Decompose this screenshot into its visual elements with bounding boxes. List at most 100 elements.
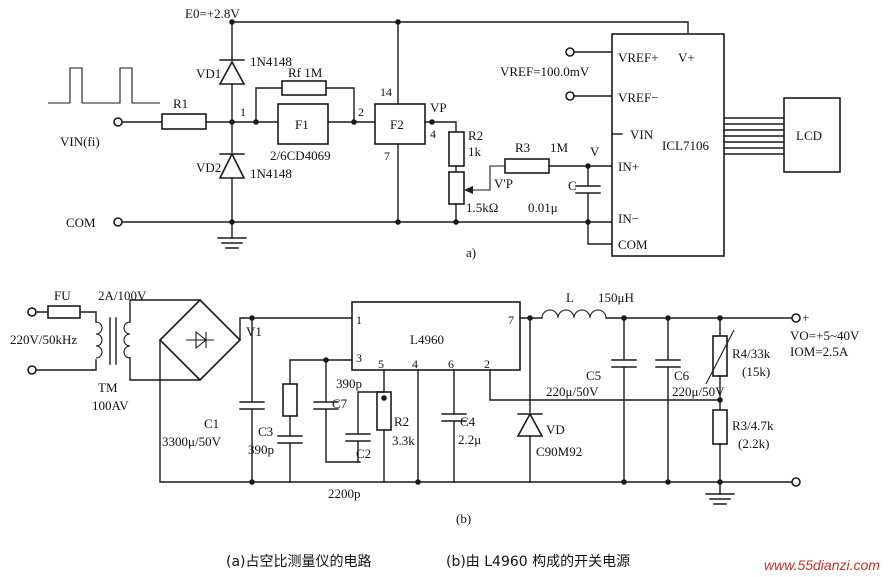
vd2-diode bbox=[218, 152, 246, 179]
r2-label-a: R2 bbox=[468, 128, 483, 143]
ic-pin6: 6 bbox=[448, 357, 454, 371]
ic-pin5: 5 bbox=[378, 357, 384, 371]
r2-value-b: 3.3k bbox=[392, 433, 415, 448]
adc-chip-name: ICL7106 bbox=[662, 138, 709, 153]
node1-label: 1 bbox=[240, 105, 246, 119]
c2-value: 2200p bbox=[328, 486, 361, 501]
c6-label: C6 bbox=[674, 368, 690, 383]
vin-terminal bbox=[113, 117, 123, 127]
vd1-label: VD1 bbox=[196, 66, 221, 81]
pin14-label: 14 bbox=[380, 85, 392, 99]
output-plus: + bbox=[802, 310, 809, 325]
mains-terminal-bottom bbox=[27, 365, 37, 375]
vd-label: VD bbox=[546, 422, 565, 437]
output-terminal-positive bbox=[791, 313, 801, 323]
ic-pin7: 7 bbox=[508, 313, 514, 327]
vd-type: C90M92 bbox=[536, 444, 582, 459]
adc-vref-plus: VREF+ bbox=[618, 50, 659, 65]
l4960-chip bbox=[351, 301, 521, 371]
c4-value: 2.2μ bbox=[458, 432, 481, 447]
inductor-label: L bbox=[566, 290, 574, 305]
f1-label: F1 bbox=[295, 117, 309, 132]
r3-alt-value: (2.2k) bbox=[738, 436, 769, 451]
adc-vin: VIN bbox=[630, 127, 654, 142]
adc-in-plus: IN+ bbox=[618, 159, 639, 174]
vd-freewheel-diode bbox=[516, 412, 544, 437]
c5-value: 220μ/50V bbox=[546, 384, 599, 399]
rf-resistor bbox=[281, 80, 327, 96]
c7-value: 390p bbox=[336, 376, 362, 391]
r4-alt-value: (15k) bbox=[742, 364, 770, 379]
r3-label-a: R3 bbox=[515, 140, 530, 155]
node-v-label: V bbox=[590, 144, 600, 159]
v1-label: V1 bbox=[246, 324, 262, 339]
l4960-label: L4960 bbox=[410, 332, 444, 347]
rf-label: Rf 1M bbox=[288, 65, 323, 80]
com-label-a: COM bbox=[66, 215, 96, 230]
r3-resistor-a bbox=[504, 158, 550, 174]
pin4-label: 4 bbox=[430, 127, 436, 141]
inductor-value: 150μH bbox=[598, 290, 634, 305]
e0-label: E0=+2.8V bbox=[185, 6, 240, 21]
lcd-label: LCD bbox=[796, 128, 822, 143]
input-pulse-waveform bbox=[48, 67, 160, 104]
r2-value-a: 1k bbox=[468, 144, 482, 159]
subfigure-a-label: a) bbox=[466, 245, 476, 260]
adc-vplus: V+ bbox=[678, 50, 695, 65]
ic-pin2: 2 bbox=[484, 357, 490, 371]
adc-com: COM bbox=[618, 237, 648, 252]
vd2-type: 1N4148 bbox=[250, 166, 292, 181]
ground-symbol-b bbox=[705, 493, 735, 505]
watermark: www.55dianzi.com bbox=[764, 557, 880, 573]
com-terminal bbox=[113, 217, 123, 227]
output-current: IOM=2.5A bbox=[790, 344, 849, 359]
circuit-b bbox=[27, 298, 801, 505]
icl7106-chip bbox=[611, 33, 725, 257]
ic-pin3: 3 bbox=[356, 351, 362, 365]
inductor-l bbox=[541, 309, 607, 319]
vin-label: VIN(fi) bbox=[60, 134, 100, 149]
r3-value-a: 1M bbox=[550, 140, 569, 155]
f2-label: F2 bbox=[390, 117, 404, 132]
transformer-output: 100AV bbox=[92, 398, 129, 413]
r3-resistor-b bbox=[712, 409, 728, 445]
f1-inverter bbox=[277, 103, 329, 145]
circuit-a bbox=[48, 19, 841, 257]
f2-inverter bbox=[374, 103, 426, 145]
c4-label: C4 bbox=[460, 414, 476, 429]
ic-pin1: 1 bbox=[356, 313, 362, 327]
c-value: 0.01μ bbox=[528, 200, 558, 215]
r3-label-b: R3/4.7k bbox=[732, 418, 774, 433]
transformer-rating: 2A/100V bbox=[98, 288, 147, 303]
r1-label: R1 bbox=[173, 96, 188, 111]
pin7-label: 7 bbox=[384, 149, 390, 163]
c5-label: C5 bbox=[586, 368, 601, 383]
c3-label: C3 bbox=[258, 424, 273, 439]
vref-value: VREF=100.0mV bbox=[500, 64, 590, 79]
potentiometer bbox=[448, 171, 465, 205]
caption-b: (b)由 L4960 构成的开关电源 bbox=[446, 554, 630, 570]
transformer-label: TM bbox=[98, 380, 118, 395]
transformer-primary bbox=[95, 321, 103, 359]
output-voltage: VO=+5~40V bbox=[790, 328, 860, 343]
vd1-diode bbox=[218, 60, 246, 85]
vref-minus-terminal bbox=[565, 91, 575, 101]
r4-label: R4/33k bbox=[732, 346, 771, 361]
r2-resistor-a bbox=[448, 131, 465, 167]
ic-pin4: 4 bbox=[412, 357, 418, 371]
subfigure-b-label: (b) bbox=[456, 511, 471, 526]
vd2-label: VD2 bbox=[196, 160, 221, 175]
pot-value: 1.5kΩ bbox=[466, 200, 498, 215]
vref-plus-terminal bbox=[565, 47, 575, 57]
adc-in-minus: IN− bbox=[618, 211, 639, 226]
mains-label: 220V/50kHz bbox=[10, 332, 77, 347]
r1-resistor bbox=[161, 113, 207, 130]
transformer-secondary bbox=[123, 321, 131, 359]
c-label: C bbox=[568, 178, 577, 193]
ic-type-label: 2/6CD4069 bbox=[270, 148, 331, 163]
c7-label: C7 bbox=[332, 396, 348, 411]
c1-label: C1 bbox=[204, 416, 219, 431]
output-terminal-ground bbox=[791, 477, 801, 487]
c6-value: 220μ/50V bbox=[672, 384, 725, 399]
